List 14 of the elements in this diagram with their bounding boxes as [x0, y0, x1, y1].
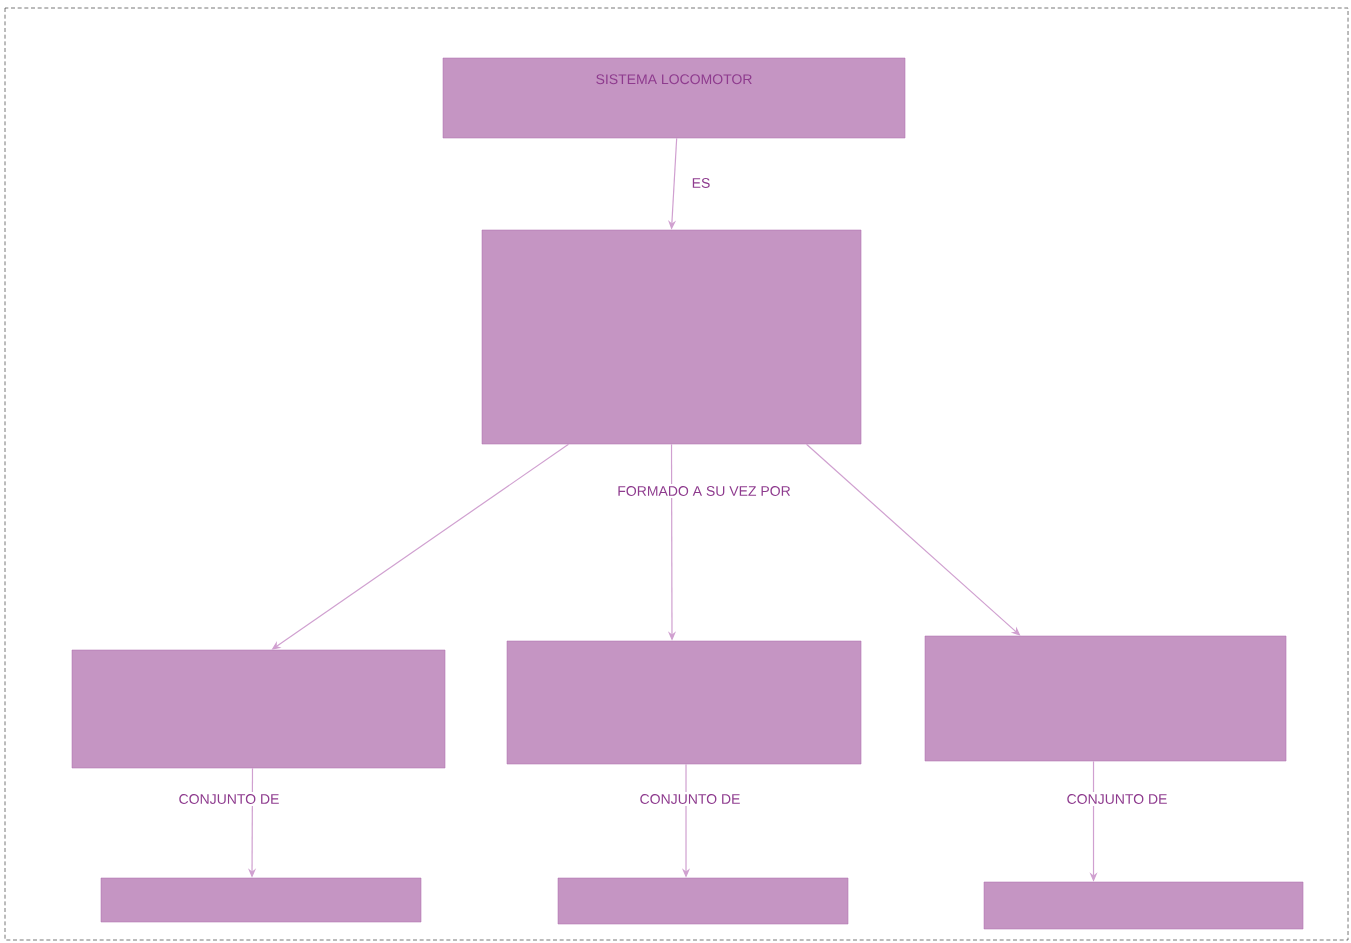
empty-box — [924, 635, 1287, 762]
edge-label: FORMADO A SU VEZ POR — [615, 484, 793, 498]
empty-box — [506, 640, 862, 765]
empty-box — [983, 881, 1304, 930]
empty-box — [481, 229, 862, 445]
edge-label: CONJUNTO DE — [637, 792, 743, 806]
edge-label: CONJUNTO DE — [176, 792, 282, 806]
empty-box — [557, 877, 849, 925]
edge-label: CONJUNTO DE — [1064, 792, 1170, 806]
empty-box — [71, 649, 446, 769]
empty-box — [100, 877, 422, 923]
edge-label: ES — [692, 178, 710, 188]
box-title: SISTEMA LOCOMOTOR — [596, 74, 752, 85]
concept-box — [442, 57, 906, 139]
